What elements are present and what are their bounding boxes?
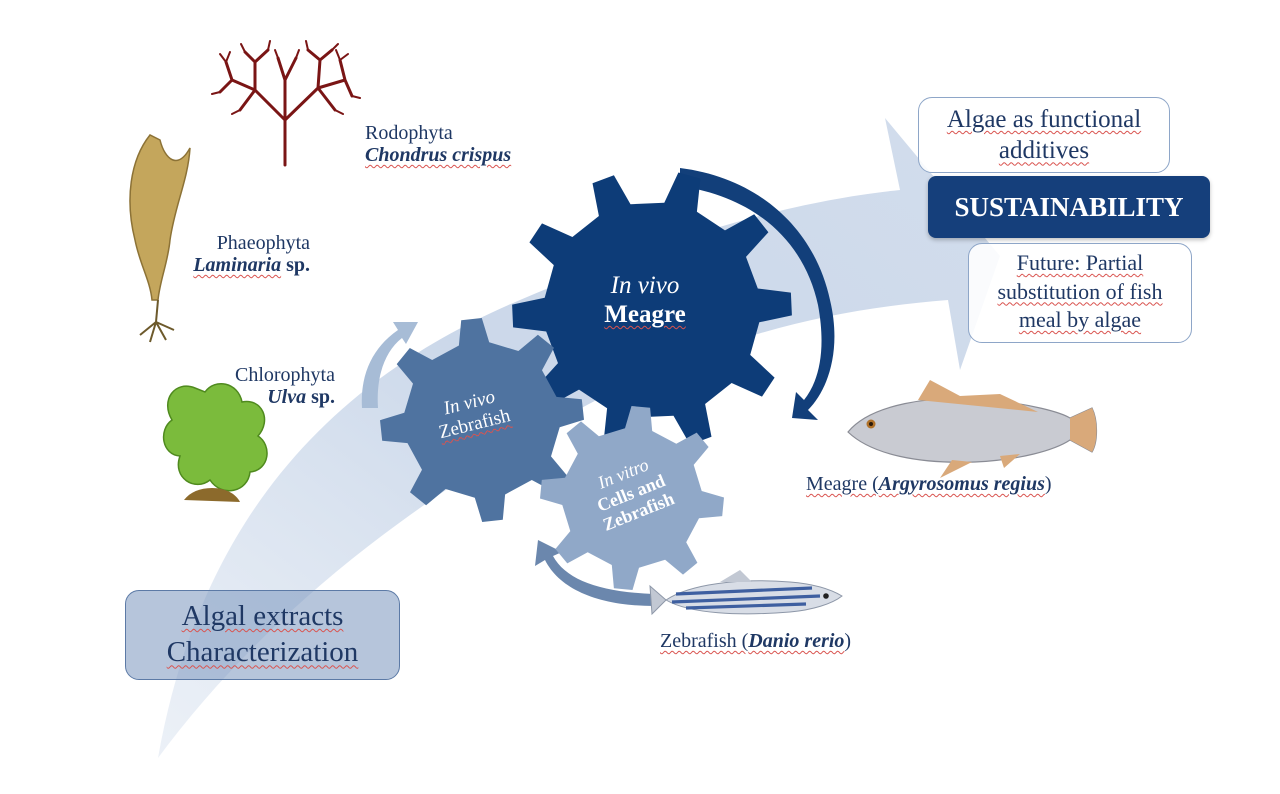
gear-meagre-label: In vivo Meagre	[570, 272, 720, 330]
future-line1: Future: Partial	[1016, 250, 1144, 275]
phaeophyta-label: Phaeophyta Laminaria sp.	[175, 232, 310, 276]
phaeophyta-genus: Laminaria	[193, 254, 282, 276]
gear-meagre-shape	[512, 172, 792, 448]
chlorophyta-image	[162, 382, 268, 502]
gear-in-vitro-cells	[540, 406, 724, 590]
rodophyta-division: Rodophyta	[365, 122, 453, 144]
cycle-arrow-meagre	[680, 168, 835, 420]
future-box: Future: Partial substitution of fish mea…	[968, 243, 1192, 343]
meagre-fish-image	[847, 380, 1098, 478]
chlorophyta-suffix: sp.	[311, 386, 335, 408]
cycle-arrow-upper	[361, 322, 418, 408]
meagre-common: Meagre (	[806, 473, 879, 495]
characterization-line1: Algal extracts	[181, 600, 344, 632]
gear-in-vivo-meagre	[512, 172, 792, 448]
cycle-arrow-lower	[535, 540, 654, 606]
algae-additives-box: Algae as functional additives	[918, 97, 1170, 173]
meagre-label: Meagre (Argyrosomus regius)	[806, 473, 1052, 495]
progress-arrow	[158, 118, 1000, 758]
future-line3: meal by algae	[1018, 307, 1142, 333]
zebrafish-label: Zebrafish (Danio rerio)	[660, 630, 851, 652]
rodophyta-image	[211, 40, 361, 167]
characterization-line2: Characterization	[166, 636, 359, 669]
rodophyta-genus: Chondrus crispus	[365, 144, 512, 166]
phaeophyta-division: Phaeophyta	[216, 232, 310, 254]
chlorophyta-label: Chlorophyta Ulva sp.	[205, 364, 335, 408]
gear-cells-shape	[540, 406, 724, 590]
characterization-box: Algal extracts Characterization	[125, 590, 400, 680]
rodophyta-label: Rodophyta Chondrus crispus	[365, 122, 511, 166]
chlorophyta-genus: Ulva	[267, 386, 307, 408]
gear-meagre-line2: Meagre	[604, 300, 686, 328]
zebrafish-common: Zebrafish (	[660, 630, 749, 652]
algae-additives-line1: Algae as functional	[946, 106, 1142, 133]
gear-zebrafish-shape	[380, 318, 584, 522]
meagre-close: )	[1044, 473, 1052, 495]
zebrafish-image	[649, 570, 843, 616]
future-line2: substitution of fish	[997, 278, 1163, 304]
phaeophyta-suffix: sp.	[286, 254, 310, 276]
gear-meagre-line1: In vivo	[610, 272, 680, 299]
gear-in-vivo-zebrafish	[380, 318, 584, 522]
meagre-scientific: Argyrosomus regius	[878, 473, 1045, 495]
zebrafish-scientific: Danio rerio	[748, 630, 845, 652]
sustainability-box: SUSTAINABILITY	[928, 176, 1210, 238]
sustainability-label: SUSTAINABILITY	[954, 192, 1184, 222]
algae-additives-line2: additives	[998, 137, 1090, 165]
phaeophyta-image	[129, 134, 191, 343]
chlorophyta-division: Chlorophyta	[235, 364, 335, 386]
zebrafish-close: )	[844, 630, 852, 652]
